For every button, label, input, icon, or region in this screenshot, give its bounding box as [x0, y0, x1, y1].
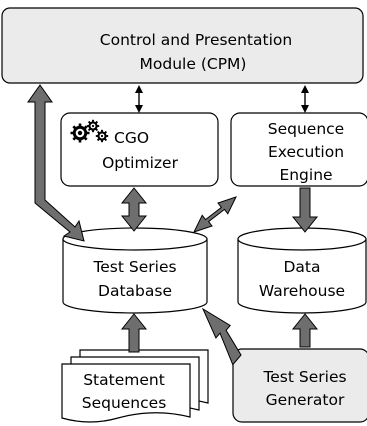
- dw-label-line1: Data: [283, 258, 320, 276]
- see-label-line3: Engine: [279, 166, 332, 184]
- arrow-tsg-dw: [291, 313, 319, 348]
- cpm-node: Control and Presentation Module (CPM): [1, 7, 364, 84]
- arrow-see-dw: [291, 187, 319, 233]
- cgo-label-line2: Optimizer: [102, 154, 179, 172]
- tsdb-label-line1: Test Series: [92, 258, 176, 276]
- test-series-generator-node: Test Series Generator: [232, 348, 367, 423]
- tsg-label-line2: Generator: [266, 391, 345, 409]
- sequence-execution-engine-node: Sequence Execution Engine: [230, 112, 367, 187]
- arrow-see-tsdb: [193, 196, 237, 233]
- see-label-line1: Sequence: [268, 120, 344, 138]
- arrow-cgo-tsdb: [120, 187, 148, 232]
- test-series-database-node: Test Series Database: [62, 227, 208, 314]
- see-label-line2: Execution: [268, 143, 344, 161]
- cgo-label-line1: CGO: [114, 129, 149, 147]
- stmt-label-line2: Sequences: [82, 394, 167, 412]
- gears-icon: [70, 119, 109, 143]
- tsg-label-line1: Test Series: [262, 368, 346, 386]
- data-warehouse-node: Data Warehouse: [237, 227, 367, 314]
- arrow-stmt-tsdb: [120, 313, 148, 353]
- tsdb-label-line2: Database: [98, 282, 172, 300]
- cpm-label-line1: Control and Presentation: [100, 31, 292, 49]
- arrow-tsg-tsdb: [201, 307, 242, 366]
- dw-label-line2: Warehouse: [259, 282, 345, 300]
- cgo-optimizer-node: CGO Optimizer: [60, 112, 219, 187]
- stmt-label-line1: Statement: [83, 371, 165, 389]
- arrow-cpm-tsdb: [27, 84, 85, 242]
- statement-sequences-node: Statement Sequences: [61, 349, 209, 423]
- cpm-label-line2: Module (CPM): [140, 55, 247, 73]
